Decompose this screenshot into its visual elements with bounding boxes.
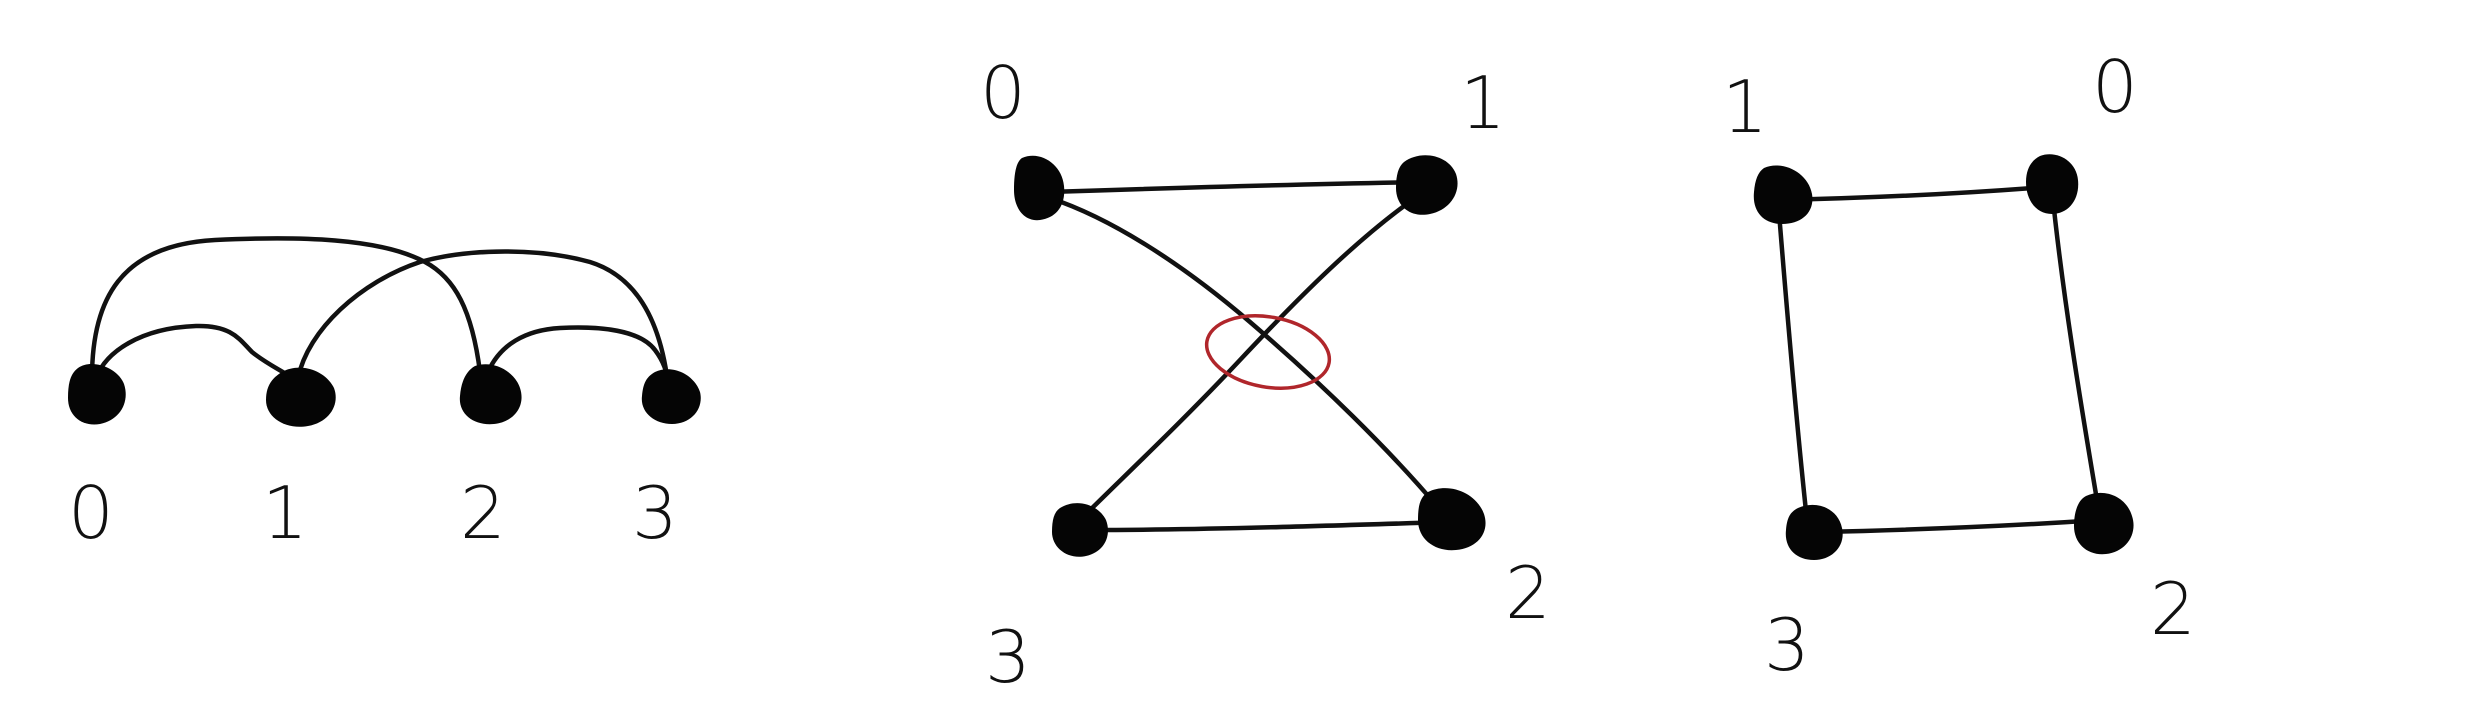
crossed-edge-0-2: [1047, 195, 1445, 515]
crossed-label-0: 0: [980, 51, 1026, 135]
planar-node-3: [1785, 504, 1843, 560]
planar-label-1: 1: [1722, 65, 1768, 149]
planar-label-3: 3: [1764, 603, 1810, 687]
planar-edge-1-3: [1775, 197, 1811, 533]
arc-node-2: [459, 364, 522, 425]
planar-node-2: [2074, 492, 2134, 555]
arc-label-0: 0: [68, 471, 114, 555]
planar-label-0: 0: [2092, 45, 2138, 129]
crossed-label-1: 1: [1460, 61, 1506, 145]
crossed-edge-3-2: [1087, 519, 1451, 533]
arc-edge-0-2: [89, 236, 483, 381]
arc-node-3: [641, 369, 701, 424]
crossed-node-0: [1014, 155, 1065, 221]
arc-diagram: 0 1 2 3: [68, 236, 701, 555]
planar-node-1: [1753, 165, 1813, 224]
crossed-label-3: 3: [985, 615, 1031, 699]
crossed-node-2: [1418, 488, 1486, 551]
arc-label-1: 1: [262, 471, 308, 555]
crossed-edge-0-1: [1045, 179, 1428, 195]
crossed-label-2: 2: [1505, 551, 1551, 635]
arc-edge-0-1: [93, 323, 298, 383]
arc-label-3: 3: [632, 471, 678, 555]
crossed-drawing: 0 1 2 3: [980, 51, 1551, 699]
planar-edge-2-3: [1817, 517, 2103, 535]
crossed-node-3: [1052, 503, 1108, 557]
planar-node-0: [2026, 154, 2079, 214]
planar-edge-1-0: [1777, 183, 2061, 203]
arc-node-0: [68, 363, 126, 425]
arc-edge-1-3: [295, 249, 671, 387]
planar-label-2: 2: [2150, 567, 2196, 651]
crossing-highlight-circle: [1204, 314, 1332, 390]
arc-edge-2-3: [485, 325, 671, 387]
planar-drawing: 1 0 2 3: [1722, 45, 2196, 687]
crossed-node-1: [1396, 155, 1458, 215]
crossed-edge-1-3: [1075, 193, 1421, 525]
arc-node-1: [266, 367, 336, 427]
planar-edge-0-2: [2049, 187, 2103, 521]
arc-label-2: 2: [460, 471, 506, 555]
